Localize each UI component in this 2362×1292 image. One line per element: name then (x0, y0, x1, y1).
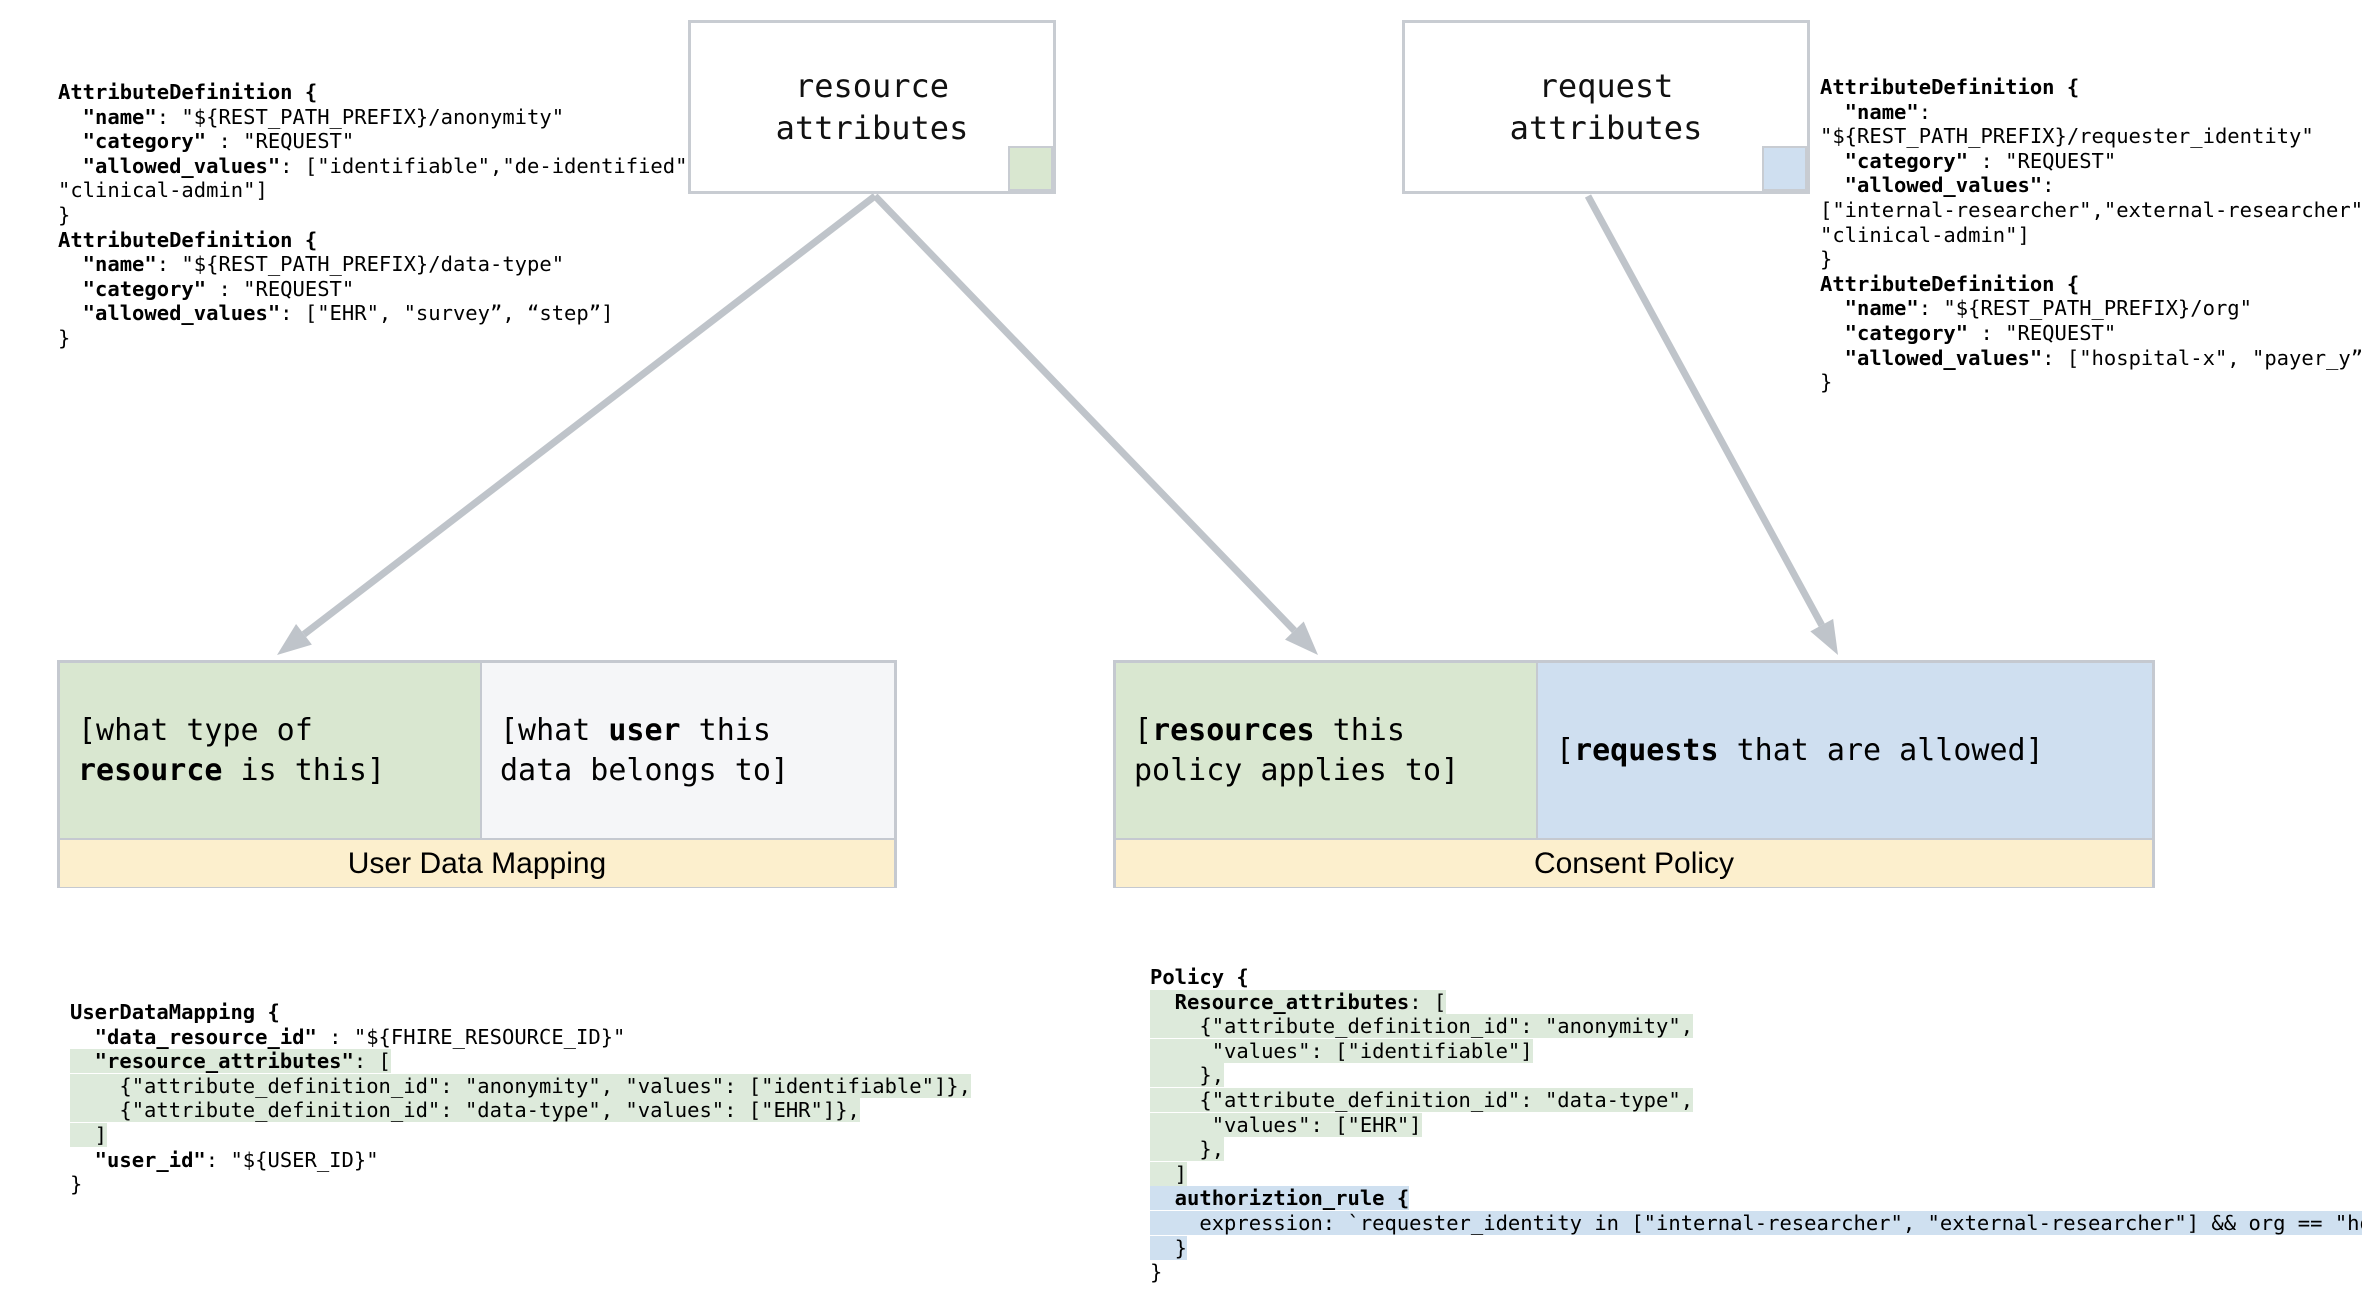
code-line: "values": ["identifiable"] (1150, 1038, 1533, 1063)
code-line: } (58, 202, 71, 227)
code-line: "values": ["EHR"] (1150, 1112, 1422, 1137)
code-line: } (58, 325, 71, 350)
code-line: AttributeDefinition { (58, 80, 318, 104)
resource-attributes-box[interactable]: resource attributes (688, 20, 1056, 194)
policy-code: Policy { Resource_attributes: [ {"attrib… (1150, 965, 2362, 1285)
code-line: {"attribute_definition_id": "anonymity",… (70, 1073, 971, 1098)
code-line: "name": "${REST_PATH_PREFIX}/org" (1820, 296, 2252, 321)
code-line: "category" : "REQUEST" (58, 276, 355, 301)
code-line: UserDataMapping { (70, 1000, 280, 1024)
user-data-mapping-label: User Data Mapping (60, 838, 894, 887)
code-line: AttributeDefinition { (58, 227, 318, 252)
attribute-definitions-request-code: AttributeDefinition { "name":"${REST_PAT… (1820, 75, 2362, 395)
consent-policy-card[interactable]: [resources this policy applies to] [requ… (1113, 660, 2155, 888)
code-line: {"attribute_definition_id": "anonymity", (1150, 1014, 1694, 1039)
code-line: "resource_attributes": [ (70, 1049, 391, 1074)
code-line: {"attribute_definition_id": "data-type",… (70, 1098, 860, 1123)
code-line: "data_resource_id" : "${FHIRE_RESOURCE_I… (70, 1024, 626, 1049)
code-line: {"attribute_definition_id": "data-type", (1150, 1087, 1694, 1112)
code-line: "${REST_PATH_PREFIX}/requester_identity" (1820, 124, 2314, 149)
code-line: "user_id": "${USER_ID}" (70, 1147, 379, 1172)
request-attributes-box[interactable]: request attributes (1402, 20, 1810, 194)
code-line: "category" : "REQUEST" (58, 129, 355, 154)
code-line: } (1820, 370, 1833, 395)
consent-policy-resources-cell: [resources this policy applies to] (1116, 663, 1536, 838)
request-attributes-label: request attributes (1509, 67, 1703, 147)
code-line: "allowed_values": ["hospital-x", "payer_… (1820, 345, 2362, 370)
code-line: "allowed_values": (1820, 173, 2055, 198)
code-line: "name": "${REST_PATH_PREFIX}/anonymity" (58, 104, 565, 129)
code-line: AttributeDefinition { (1820, 271, 2080, 296)
resource-attributes-to-consent-policy-line (872, 193, 1297, 633)
user-data-mapping-code: UserDataMapping { "data_resource_id" : "… (70, 1000, 971, 1197)
code-line: "clinical-admin"] (1820, 222, 2030, 247)
code-line: expression: `requester_identity in ["int… (1150, 1210, 2362, 1236)
user-data-mapping-user-cell: [what user this data belongs to] (480, 663, 894, 838)
code-line: "allowed_values": ["EHR", "survey”, “ste… (58, 301, 614, 326)
code-line: ] (70, 1122, 108, 1147)
code-line: } (70, 1172, 83, 1197)
code-line: } (1820, 247, 1833, 272)
resource-attributes-to-user-data-mapping-arrowhead (277, 623, 312, 655)
code-line: ] (1150, 1161, 1188, 1186)
consent-policy-label: Consent Policy (1116, 838, 2152, 887)
code-line: "category" : "REQUEST" (1820, 148, 2117, 173)
attribute-definitions-resource-code: AttributeDefinition { "name": "${REST_PA… (58, 80, 700, 351)
consent-policy-requests-cell: [requests that are allowed] (1536, 663, 2152, 838)
code-line: "allowed_values": ["identifiable","de-id… (58, 153, 700, 178)
user-data-mapping-cells: [what type of resource is this] [what us… (60, 663, 894, 838)
code-line: } (1150, 1260, 1163, 1285)
code-line: "name": (1820, 99, 1932, 124)
code-line: "clinical-admin"] (58, 178, 268, 203)
code-line: Resource_attributes: [ (1150, 989, 1447, 1014)
resource-attributes-label: resource attributes (775, 67, 969, 147)
code-line: Policy { (1150, 965, 1249, 989)
user-data-mapping-card[interactable]: [what type of resource is this] [what us… (57, 660, 897, 888)
code-line: }, (1150, 1137, 1225, 1162)
code-line: "name": "${REST_PATH_PREFIX}/data-type" (58, 252, 565, 277)
code-line: "category" : "REQUEST" (1820, 320, 2117, 345)
code-line: AttributeDefinition { (1820, 75, 2080, 99)
user-data-mapping-resource-cell: [what type of resource is this] (60, 663, 480, 838)
consent-policy-cells: [resources this policy applies to] [requ… (1116, 663, 2152, 838)
resource-attributes-to-consent-policy-arrowhead (1285, 621, 1318, 655)
request-attributes-to-consent-policy-line (1584, 194, 1825, 627)
request-color-swatch (1762, 146, 1807, 191)
code-line: ["internal-researcher","external-researc… (1820, 197, 2362, 222)
request-attributes-to-consent-policy-arrowhead (1810, 618, 1838, 655)
resource-color-swatch (1008, 146, 1053, 191)
code-line: }, (1150, 1063, 1225, 1088)
code-line: authoriztion_rule { (1150, 1186, 1410, 1211)
code-line: } (1150, 1235, 1188, 1260)
